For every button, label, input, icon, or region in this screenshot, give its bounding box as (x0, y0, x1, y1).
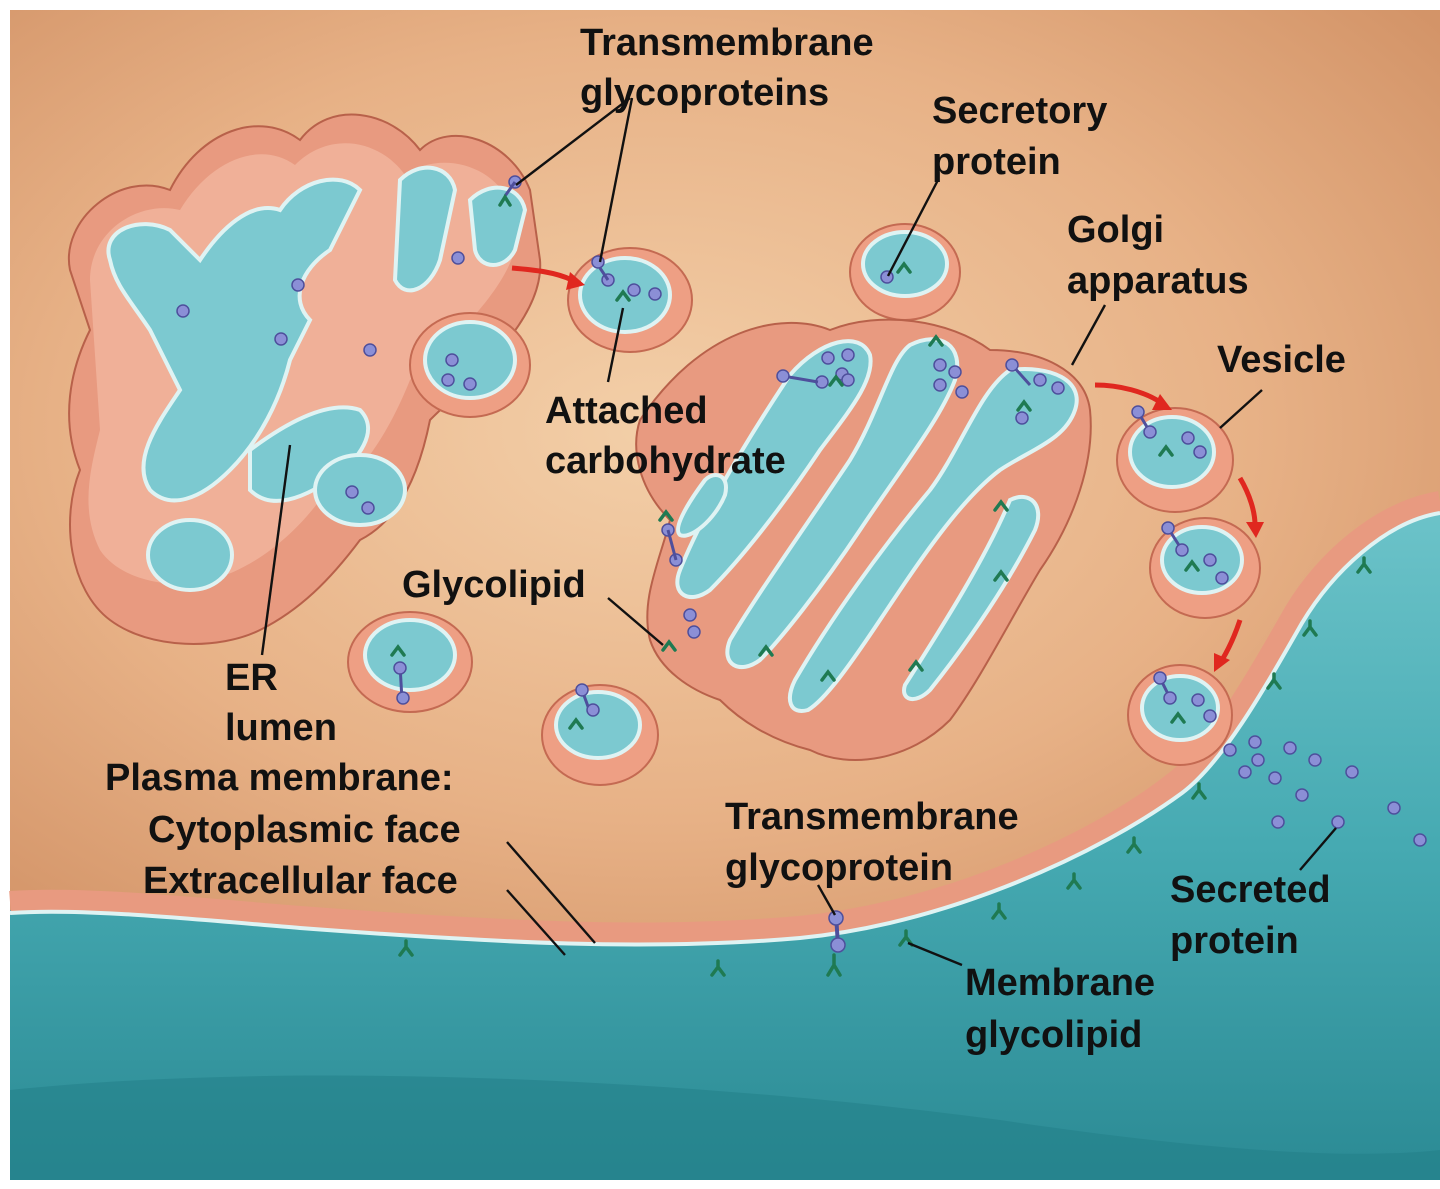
leader-golgi (1070, 304, 1107, 366)
label-glycolipid: Glycolipid (402, 564, 586, 606)
label-attached-carbohydrate: Attached carbohydrate (545, 390, 786, 482)
vesicle-fusing (1127, 664, 1233, 766)
leader-extracellular-face (506, 889, 566, 956)
label-membrane-glycolipid: Membrane glycolipid (965, 962, 1166, 1056)
arrow-er-to-vesicle (511, 265, 574, 283)
leader-tm-glycoproteins-2 (598, 97, 634, 263)
secretory-vesicle-top (849, 223, 961, 321)
leader-vesicle (1219, 389, 1263, 429)
leader-attached-carbohydrate (606, 307, 625, 383)
transport-vesicle-er-golgi (567, 247, 693, 353)
transport-arrows (511, 265, 1264, 672)
vesicle-lower-left-2 (541, 683, 659, 786)
leader-er-lumen (260, 444, 292, 656)
arrow-vesicle-down-1-head (1246, 522, 1264, 538)
leader-secretory-protein (886, 179, 940, 277)
secreted-proteins (1223, 735, 1427, 847)
label-plasma-membrane: Plasma membrane: (105, 757, 454, 799)
arrow-vesicle-down-2-head (1214, 653, 1230, 672)
label-transmembrane-glycoprotein: Transmembrane glycoprotein (725, 796, 1029, 889)
label-secreted-protein: Secreted protein (1170, 869, 1341, 962)
label-golgi-apparatus: Golgi apparatus (1067, 209, 1249, 302)
leader-secreted-protein (1299, 827, 1337, 871)
arrow-vesicle-down-1 (1237, 476, 1258, 526)
leader-tm-glycoproteins-1 (515, 97, 631, 186)
plasma-membrane-outer-leaflet (9, 511, 1440, 947)
leader-glycolipid (607, 597, 664, 646)
plasma-membrane-glycoprotein (826, 910, 846, 977)
arrow-er-to-vesicle-head (566, 272, 585, 290)
leader-cytoplasmic-face (506, 841, 596, 944)
vesicle-lower-left-1 (347, 611, 473, 713)
label-vesicle: Vesicle (1217, 339, 1346, 381)
label-cytoplasmic-face: Cytoplasmic face (148, 809, 461, 851)
label-extracellular-face: Extracellular face (143, 860, 458, 902)
arrow-golgi-to-vesicle-head (1152, 394, 1172, 410)
leader-membrane-glycolipid (907, 941, 963, 967)
extracellular-space (10, 510, 1440, 1180)
label-er-lumen: ER lumen (225, 657, 337, 749)
extracellular-shadow (10, 1075, 1440, 1180)
endoplasmic-reticulum (67, 113, 542, 645)
arrow-golgi-to-vesicle (1094, 382, 1162, 405)
vesicle-right-1 (1116, 405, 1234, 513)
membrane-carbohydrates (398, 556, 1372, 977)
vesicle-right-2 (1149, 517, 1261, 619)
golgi-apparatus (635, 318, 1092, 761)
leader-lines (260, 97, 1337, 967)
label-secretory-protein: Secretory protein (932, 90, 1118, 183)
leader-tm-glycoprotein (816, 884, 837, 916)
label-transmembrane-glycoproteins: Transmembrane glycoproteins (580, 22, 884, 114)
plasma-membrane (9, 491, 1440, 945)
